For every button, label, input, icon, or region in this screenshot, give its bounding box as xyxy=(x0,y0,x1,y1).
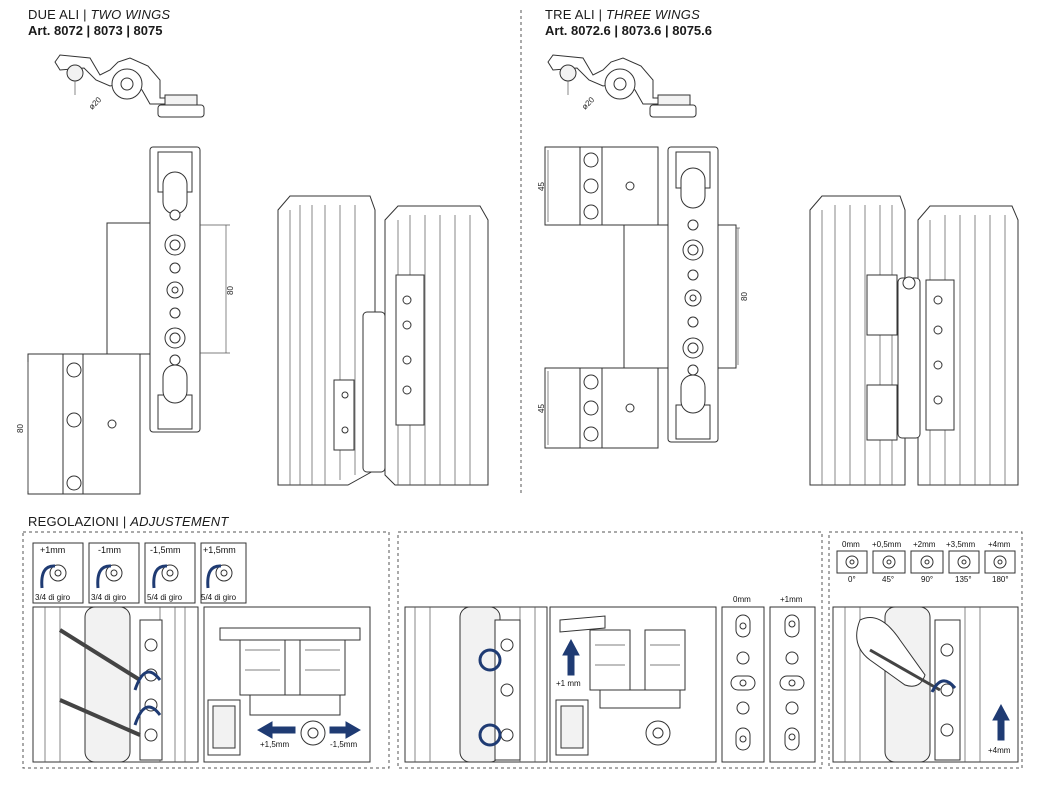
adjust-3-step-2-bottom: 90° xyxy=(921,575,933,584)
adjust-3-step: +3,5mm 135° xyxy=(946,540,980,584)
adjustment-title-en: ADJUSTEMENT xyxy=(130,514,229,529)
adjust-1-arrow-left: +1,5mm xyxy=(260,740,289,749)
screw-icon-2 xyxy=(559,64,577,82)
adjust-2-section: +1 mm xyxy=(549,606,717,763)
adjust-2-hinge-closeup xyxy=(404,606,548,763)
two-wings-height-left: 80 xyxy=(16,424,25,433)
screw-icon xyxy=(66,64,84,82)
adjust-3-step-2-top: +2mm xyxy=(913,540,936,549)
adjust-3-step: +4mm 180° xyxy=(984,540,1016,584)
adjust-3-step-1-bottom: 45° xyxy=(882,575,894,584)
three-wings-diameter: ø20 xyxy=(580,95,597,112)
adjust-3-step: +2mm 90° xyxy=(910,540,944,584)
three-wings-articles: Art. 8072.6 | 8073.6 | 8075.6 xyxy=(545,23,713,38)
adjust-3-step-4-bottom: 180° xyxy=(992,575,1009,584)
three-wings-title-it: TRE ALI xyxy=(545,7,595,22)
adjust-1-step-2-top: -1,5mm xyxy=(150,545,181,555)
two-wings-plan-view: ø20 xyxy=(54,54,205,118)
three-wings-height: 80 xyxy=(740,292,749,301)
three-wings-title-en: THREE WINGS xyxy=(606,7,700,22)
three-wings-bottom: 45 xyxy=(537,404,546,413)
two-wings-sep: | xyxy=(79,7,91,22)
three-wings-plan-view: ø20 xyxy=(547,54,697,118)
adjust-1-steps: +1mm 3/4 di giro -1mm 3/4 di giro -1,5mm… xyxy=(32,542,247,604)
adjust-1-step-1-top: -1mm xyxy=(98,545,121,555)
adjust-1-step: +1,5mm 5/4 di giro xyxy=(200,542,247,604)
adjust-1-section: +1,5mm -1,5mm xyxy=(203,606,371,763)
three-wings-hinge-elevation: 45 45 80 xyxy=(537,146,749,449)
adjust-1-step-1-bottom: 3/4 di giro xyxy=(91,593,127,602)
adjust-3-step-1-top: +0,5mm xyxy=(872,540,901,549)
two-wings-profile-3d xyxy=(277,195,489,486)
adjustment-title: REGOLAZIONI | ADJUSTEMENT xyxy=(28,514,229,529)
two-wings-title-en: TWO WINGS xyxy=(90,7,171,22)
adjust-1-step-2-bottom: 5/4 di giro xyxy=(147,593,183,602)
hand-icon xyxy=(856,617,926,687)
adjust-2-col-a: 0mm xyxy=(733,595,751,604)
two-wings-diameter: ø20 xyxy=(87,95,104,112)
adjust-1-step-3-top: +1,5mm xyxy=(203,545,236,555)
three-wings-profile-3d xyxy=(809,195,1019,486)
adjust-1-step-0-top: +1mm xyxy=(40,545,65,555)
adjust-1-step: +1mm 3/4 di giro xyxy=(32,542,84,604)
two-wings-title-it: DUE ALI xyxy=(28,7,80,22)
two-wings-title: DUE ALI | TWO WINGS xyxy=(28,7,170,22)
three-wings-sep: | xyxy=(594,7,607,22)
adjust-1-step-3-bottom: 5/4 di giro xyxy=(201,593,237,602)
adjust-3-step: +0,5mm 45° xyxy=(872,540,906,584)
adjust-panel-3 xyxy=(828,531,1023,769)
adjust-2-col-b: +1mm xyxy=(780,595,803,604)
adjust-1-step-0-bottom: 3/4 di giro xyxy=(35,593,71,602)
adjust-1-step: -1,5mm 5/4 di giro xyxy=(144,542,196,604)
adjust-2-arrow-up: +1 mm xyxy=(556,679,581,688)
adjust-3-hinge-closeup: +4mm xyxy=(832,606,1019,763)
adjustment-sep: | xyxy=(119,514,131,529)
adjust-3-step: 0mm 0° xyxy=(836,540,868,584)
three-wings-top: 45 xyxy=(537,182,546,191)
adjust-3-arrow-up: +4mm xyxy=(988,746,1011,755)
two-wings-height-right: 80 xyxy=(226,286,235,295)
adjust-1-step: -1mm 3/4 di giro xyxy=(88,542,140,604)
two-wings-hinge-elevation: 80 80 xyxy=(16,146,235,495)
adjust-panel-2 xyxy=(397,531,823,769)
adjust-3-step-0-bottom: 0° xyxy=(848,575,856,584)
adjust-3-step-3-bottom: 135° xyxy=(955,575,972,584)
three-wings-title: TRE ALI | THREE WINGS xyxy=(545,7,700,22)
adjust-panel-1 xyxy=(22,531,390,769)
adjust-3-step-0-top: 0mm xyxy=(842,540,860,549)
adjust-3-step-4-top: +4mm xyxy=(988,540,1011,549)
two-wings-articles: Art. 8072 | 8073 | 8075 xyxy=(28,23,163,38)
adjust-2-slot-columns: 0mm +1mm xyxy=(721,595,816,763)
adjustment-title-it: REGOLAZIONI xyxy=(28,514,120,529)
adjust-1-arrow-right: -1,5mm xyxy=(330,740,357,749)
adjust-3-step-3-top: +3,5mm xyxy=(946,540,975,549)
adjust-1-hinge-closeup xyxy=(32,606,199,763)
adjust-3-steps: 0mm 0° +0,5mm 45° +2mm 90° +3,5mm 135° +… xyxy=(836,540,1016,584)
